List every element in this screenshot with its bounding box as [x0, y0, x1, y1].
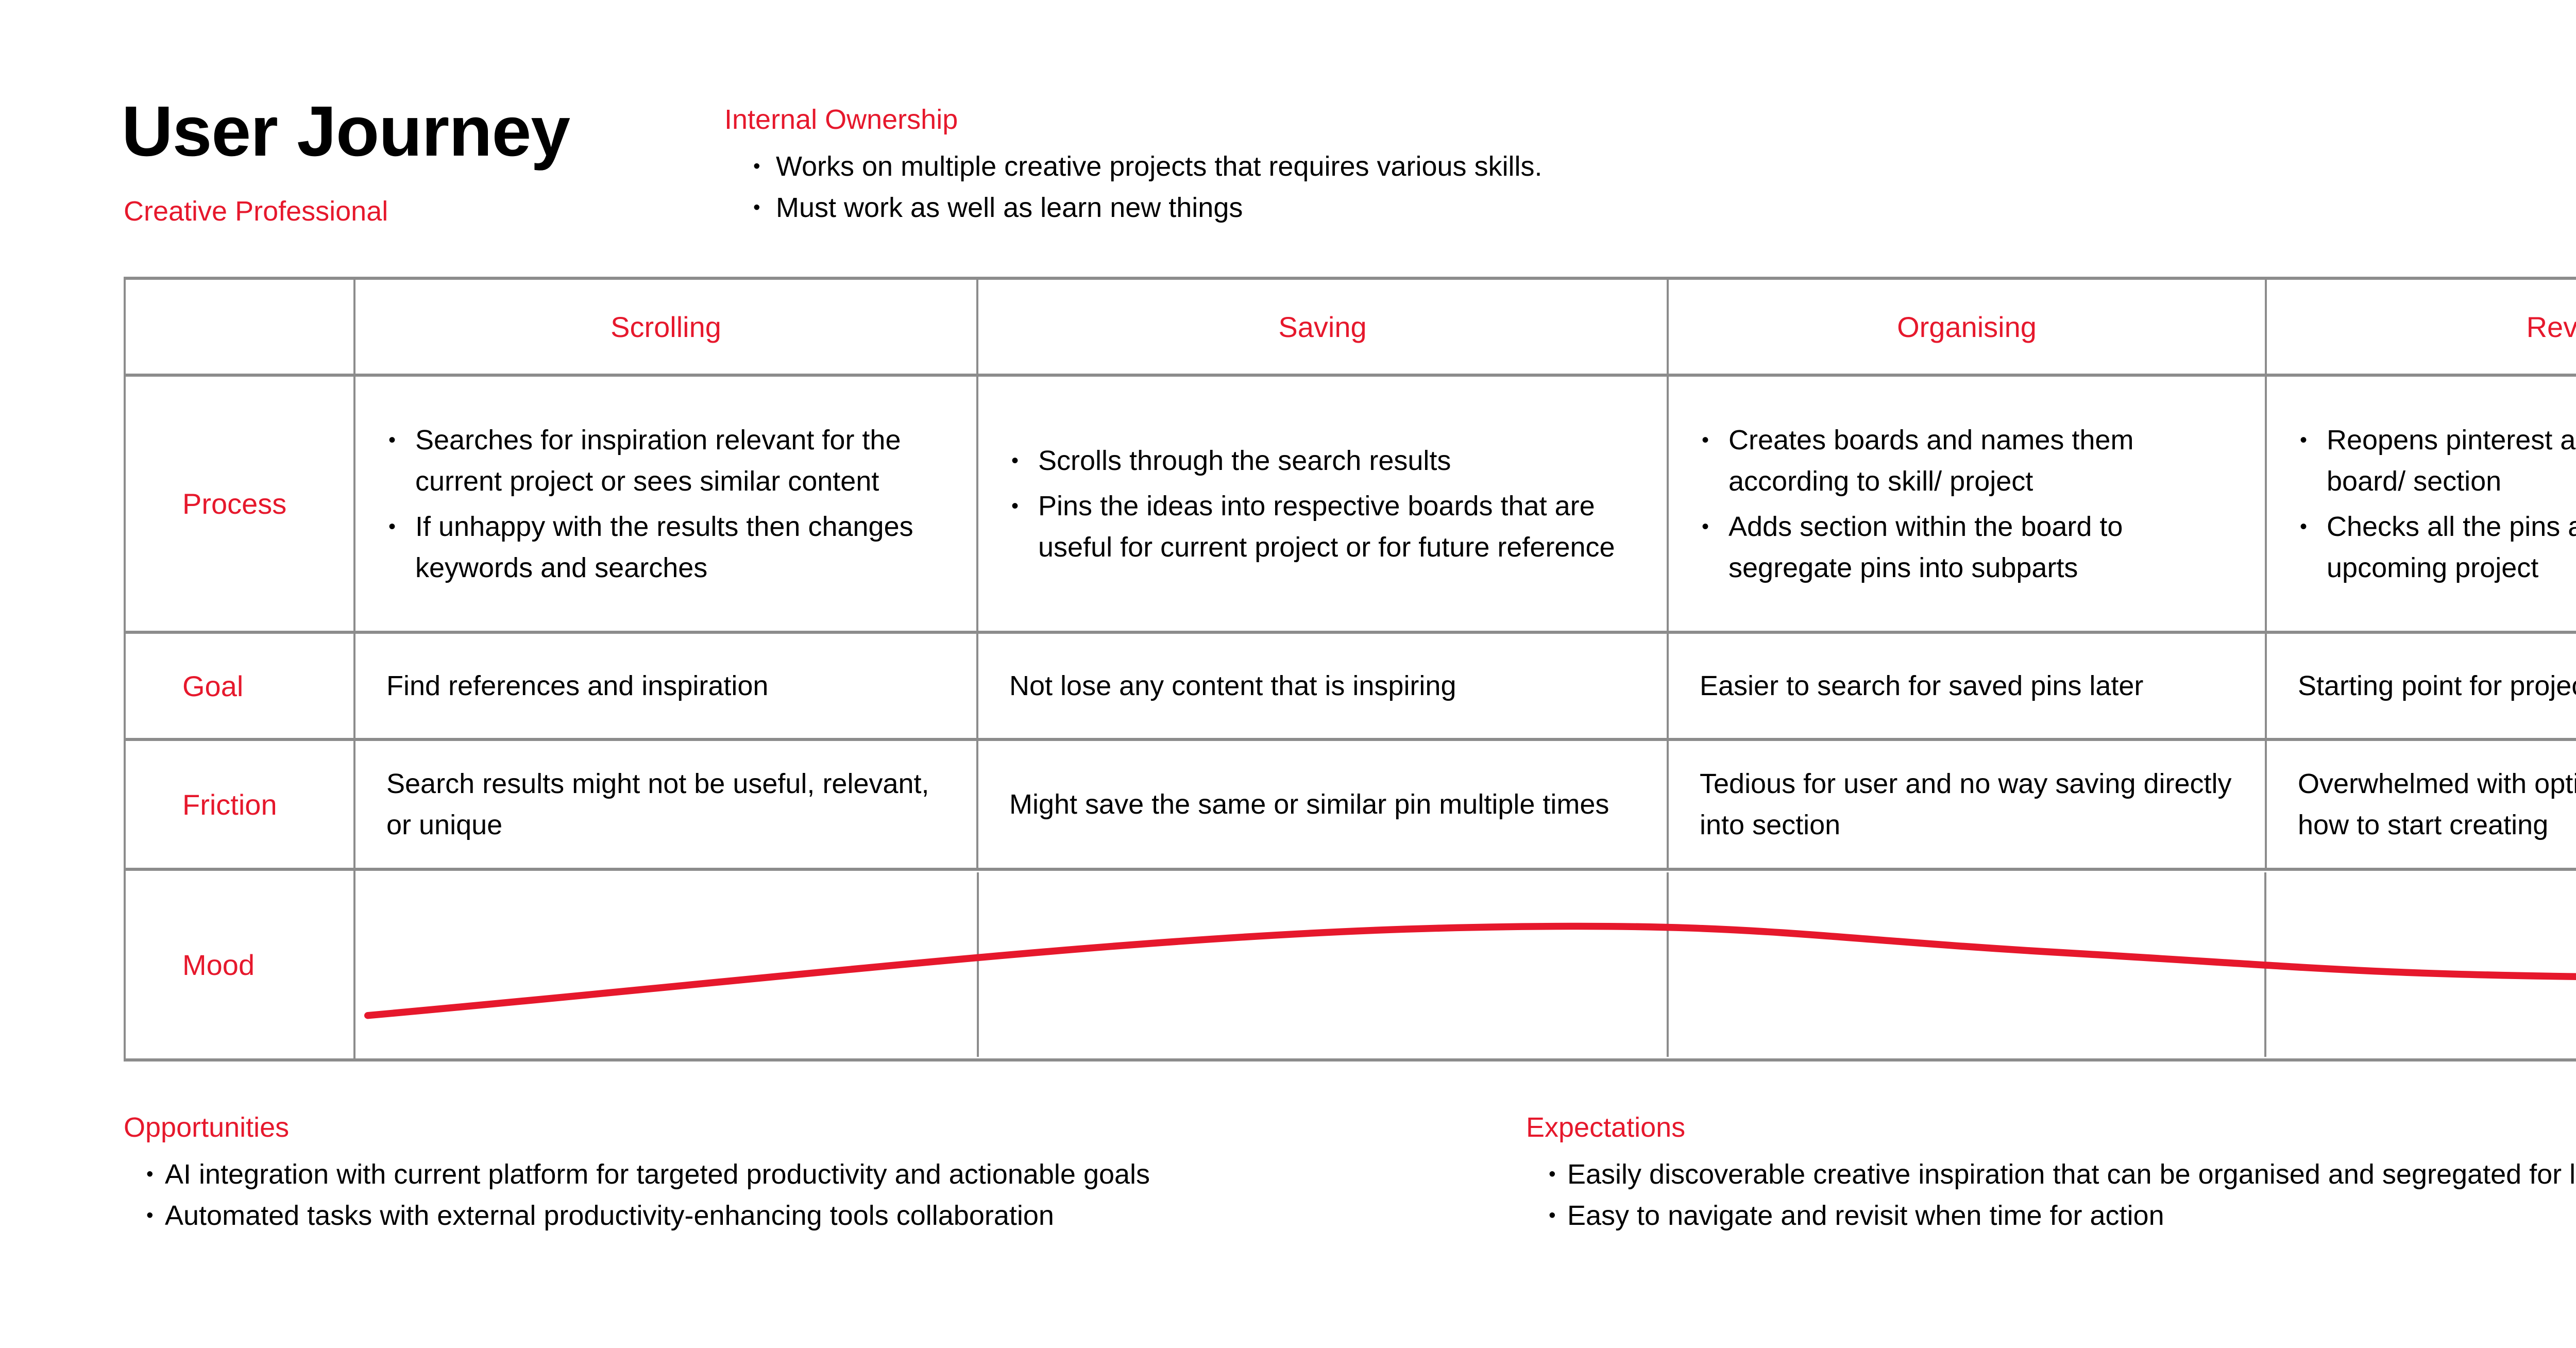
mood-curve [364, 922, 2576, 1019]
goal-saving-cell: Not lose any content that is inspiring [976, 631, 1669, 741]
opportunities-section: Opportunities AI integration with curren… [124, 1111, 1150, 1236]
list-item: Automated tasks with external productivi… [124, 1195, 1150, 1236]
list-item: Searches for inspiration relevant for th… [386, 419, 956, 502]
row-label-goal: Goal [124, 631, 355, 741]
list-item: Reopens pinterest and goes to a specific… [2298, 419, 2576, 502]
list-item: If unhappy with the results then changes… [386, 506, 956, 588]
corner-cell [124, 277, 355, 377]
list-item: Pins the ideas into respective boards th… [1009, 485, 1646, 568]
list-item: Works on multiple creative projects that… [724, 146, 1543, 187]
process-revisiting-cell: Reopens pinterest and goes to a specific… [2265, 374, 2576, 634]
mood-curve-area [355, 872, 2576, 1057]
list-item: Easy to navigate and revisit when time f… [1526, 1195, 2576, 1236]
friction-saving-cell: Might save the same or similar pin multi… [976, 738, 1669, 871]
opportunities-list: AI integration with current platform for… [124, 1154, 1150, 1236]
persona-subtitle: Creative Professional [124, 196, 388, 227]
stage-header-scrolling: Scrolling [353, 277, 978, 377]
stage-header-saving: Saving [976, 277, 1669, 377]
cell-list: Reopens pinterest and goes to a specific… [2298, 419, 2576, 588]
process-scrolling-cell: Searches for inspiration relevant for th… [353, 374, 978, 634]
goal-revisiting-cell: Starting point for projects [2265, 631, 2576, 741]
cell-list: Scrolls through the search results Pins … [1009, 440, 1646, 568]
journey-table: Scrolling Saving Organising Revisiting P… [124, 277, 2576, 1061]
process-saving-cell: Scrolls through the search results Pins … [976, 374, 1669, 634]
mood-curve-canvas [364, 872, 2576, 1057]
row-label-mood: Mood [124, 868, 355, 1061]
expectations-heading: Expectations [1526, 1112, 1686, 1143]
list-item: Must work as well as learn new things [724, 187, 1543, 228]
stage-header-revisiting: Revisiting [2265, 277, 2576, 377]
page-title: User Journey [122, 92, 570, 171]
list-item: Adds section within the board to segrega… [1700, 506, 2244, 588]
list-item: Easily discoverable creative inspiration… [1526, 1154, 2576, 1195]
row-label-process: Process [124, 374, 355, 634]
goal-row: Goal Find references and inspiration Not… [124, 631, 2576, 741]
process-organising-cell: Creates boards and names them according … [1667, 374, 2267, 634]
friction-organising-cell: Tedious for user and no way saving direc… [1667, 738, 2267, 871]
row-label-friction: Friction [124, 738, 355, 871]
stage-header-organising: Organising [1667, 277, 2267, 377]
goal-organising-cell: Easier to search for saved pins later [1667, 631, 2267, 741]
expectations-section: Expectations Easily discoverable creativ… [1526, 1111, 2576, 1236]
process-row: Process Searches for inspiration relevan… [124, 374, 2576, 634]
list-item: Creates boards and names them according … [1700, 419, 2244, 502]
internal-ownership-list: Works on multiple creative projects that… [724, 146, 1543, 228]
list-item: Checks all the pins and derives insiprat… [2298, 506, 2576, 588]
mood-row: Mood [124, 868, 2576, 1061]
goal-scrolling-cell: Find references and inspiration [353, 631, 978, 741]
mood-curve-cell [353, 868, 2576, 1061]
opportunities-heading: Opportunities [124, 1112, 290, 1143]
friction-scrolling-cell: Search results might not be useful, rele… [353, 738, 978, 871]
list-item: Scrolls through the search results [1009, 440, 1646, 481]
stage-header-row: Scrolling Saving Organising Revisiting [124, 277, 2576, 377]
expectations-list: Easily discoverable creative inspiration… [1526, 1154, 2576, 1236]
internal-ownership-heading: Internal Ownership [724, 104, 958, 135]
list-item: AI integration with current platform for… [124, 1154, 1150, 1195]
cell-list: Creates boards and names them according … [1700, 419, 2244, 588]
cell-list: Searches for inspiration relevant for th… [386, 419, 956, 588]
friction-row: Friction Search results might not be use… [124, 738, 2576, 871]
internal-ownership-section: Internal Ownership Works on multiple cre… [724, 103, 1543, 228]
friction-revisiting-cell: Overwhelmed with options with no guidanc… [2265, 738, 2576, 871]
